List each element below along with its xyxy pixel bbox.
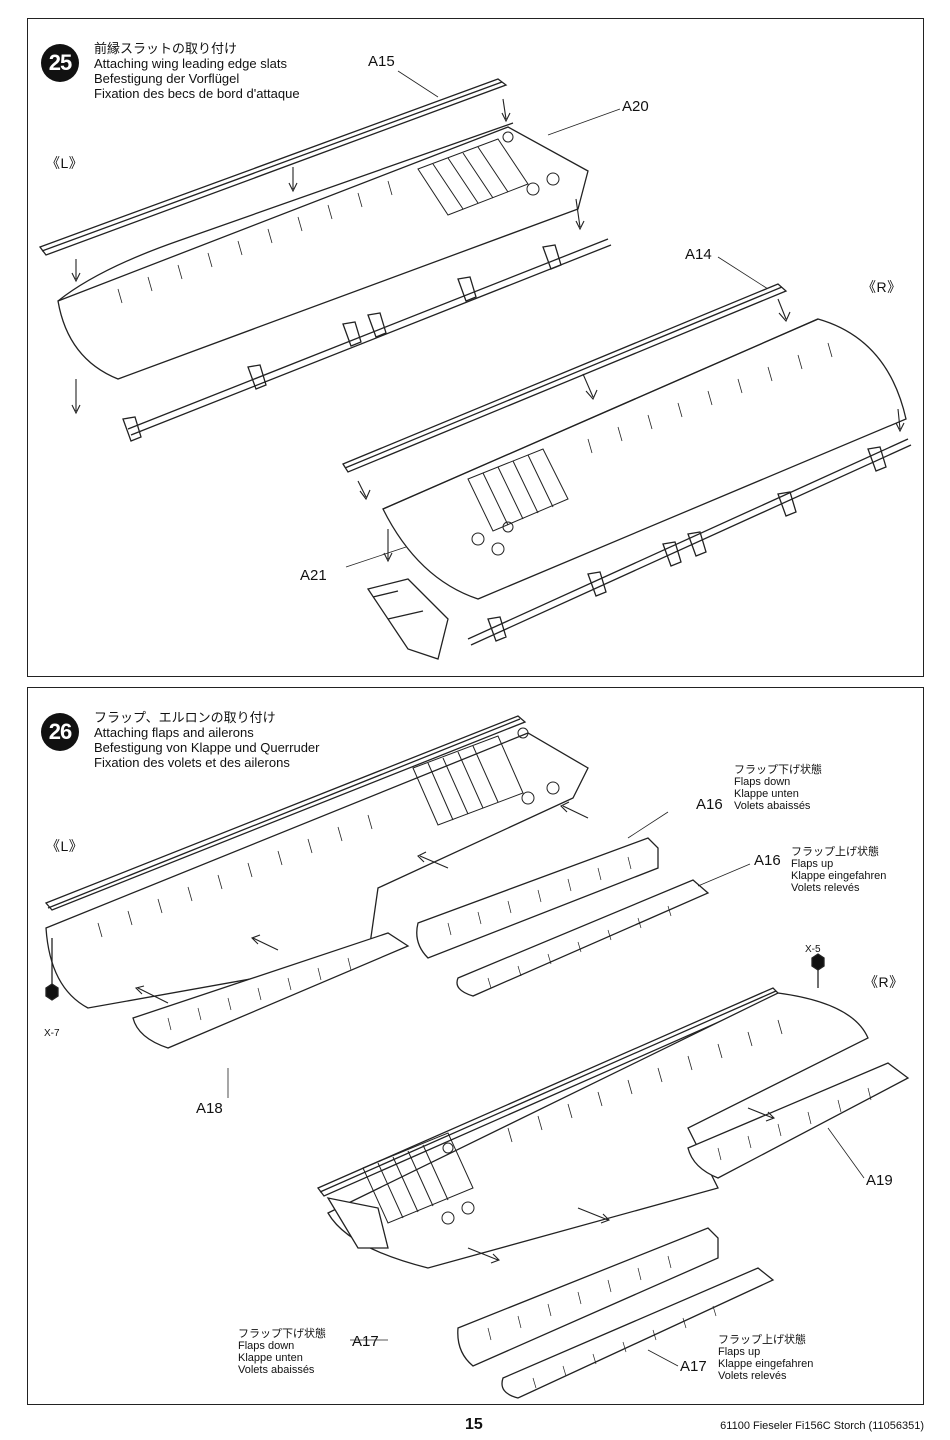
screw-label-x7: X-7 (44, 1028, 60, 1039)
part-label-a17-down: A17 (352, 1333, 379, 1350)
note-flaps-down-1: フラップ下げ状態 Flaps down Klappe unten Volets … (734, 764, 822, 812)
part-label-a16-up: A16 (754, 852, 781, 869)
title-ja: フラップ、エルロンの取り付け (94, 710, 276, 725)
step-26-titles: フラップ、エルロンの取り付け Attaching flaps and ailer… (94, 710, 320, 770)
part-label-a17-up: A17 (680, 1358, 707, 1375)
step-25-titles: 前縁スラットの取り付け Attaching wing leading edge … (94, 41, 300, 101)
part-label-a18: A18 (196, 1100, 223, 1117)
title-ja: 前縁スラットの取り付け (94, 41, 238, 56)
screw-label-x5: X-5 (805, 944, 821, 955)
note-flaps-up-1: フラップ上げ状態 Flaps up Klappe eingefahren Vol… (791, 846, 887, 894)
note-flaps-down-2: フラップ下げ状態 Flaps down Klappe unten Volets … (238, 1328, 326, 1376)
title-fr: Fixation des volets et des ailerons (94, 755, 290, 770)
step-number-badge: 26 (41, 713, 79, 751)
part-label-a21: A21 (300, 567, 327, 584)
page-number: 15 (465, 1416, 483, 1433)
title-fr: Fixation des becs de bord d'attaque (94, 86, 300, 101)
part-label-a14: A14 (685, 246, 712, 263)
title-en: Attaching wing leading edge slats (94, 56, 287, 71)
step-number-badge: 25 (41, 44, 79, 82)
step-25-panel: 25 前縁スラットの取り付け Attaching wing leading ed… (27, 18, 924, 677)
footer-code: 61100 Fieseler Fi156C Storch (11056351) (720, 1420, 924, 1432)
side-label-left: 《L》 (46, 155, 84, 171)
part-label-a19: A19 (866, 1172, 893, 1189)
side-label-left: 《L》 (46, 838, 84, 854)
side-label-right: 《R》 (862, 279, 902, 295)
title-en: Attaching flaps and ailerons (94, 725, 254, 740)
side-label-right: 《R》 (864, 974, 904, 990)
part-label-a16-down: A16 (696, 796, 723, 813)
note-flaps-up-2: フラップ上げ状態 Flaps up Klappe eingefahren Vol… (718, 1334, 814, 1382)
flap-aileron-diagram (44, 715, 910, 1399)
title-de: Befestigung der Vorflügel (94, 71, 240, 86)
part-label-a20: A20 (622, 98, 649, 115)
title-de: Befestigung von Klappe und Querruder (94, 740, 320, 755)
part-label-a15: A15 (368, 53, 395, 70)
wing-slat-diagram (38, 70, 912, 660)
step-26-panel: 26 フラップ、エルロンの取り付け Attaching flaps and ai… (27, 687, 924, 1405)
